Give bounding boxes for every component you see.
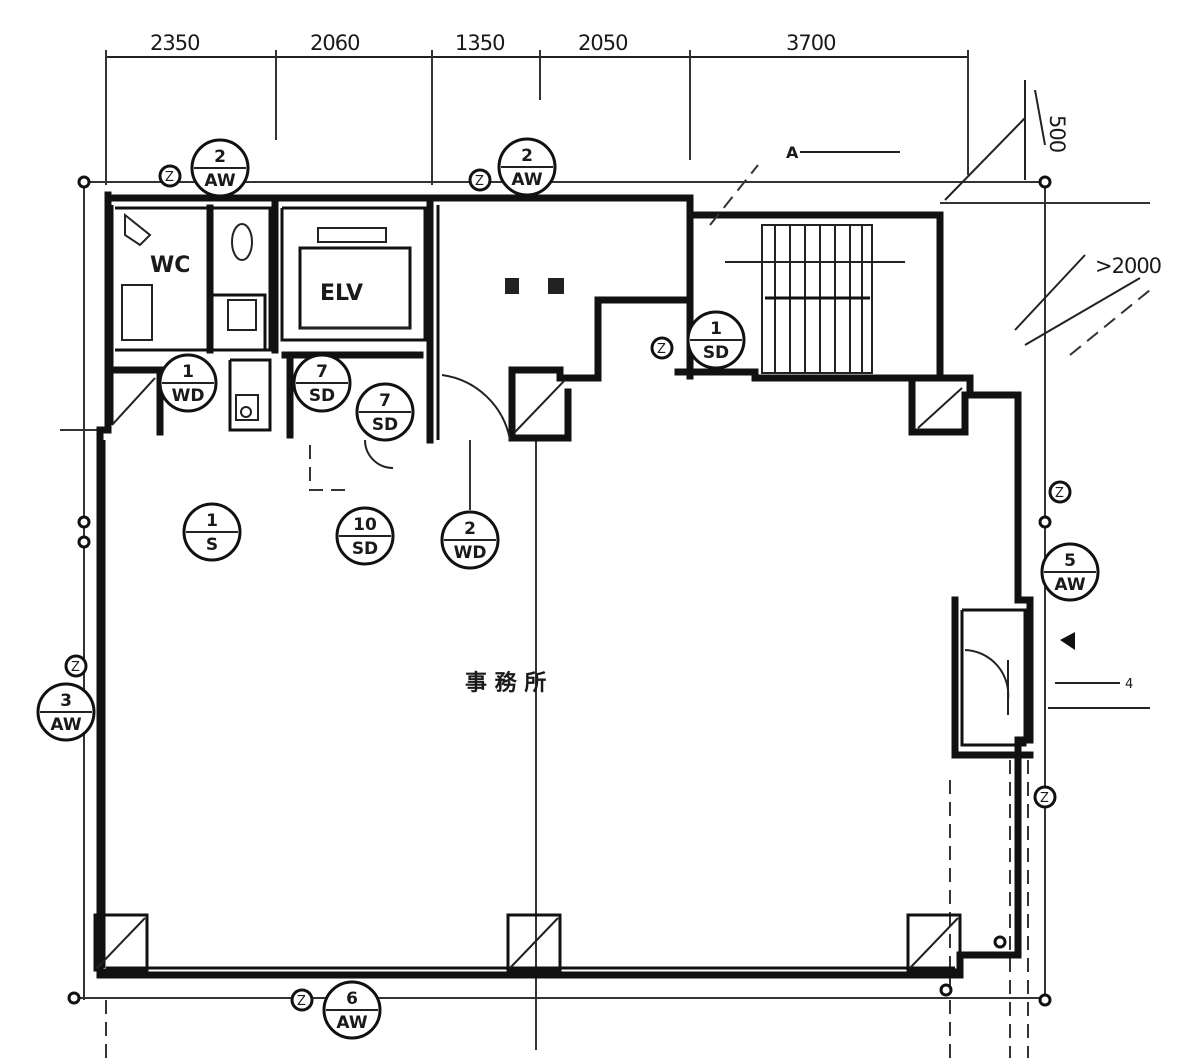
tag-number: 1: [206, 511, 218, 531]
mark-z-3: Z: [657, 342, 666, 357]
tag-type: AW: [336, 1013, 367, 1033]
mark-z-6: Z: [1040, 791, 1049, 806]
axis-end-markers: [67, 175, 1052, 1007]
opening-tag: 1 SD: [686, 310, 746, 370]
mark-z-2: Z: [475, 174, 484, 189]
tag-type: AW: [50, 715, 81, 735]
tag-number: 6: [346, 989, 358, 1009]
tag-type: SD: [372, 415, 398, 435]
opening-tag: 7 SD: [292, 353, 352, 413]
opening-tag: 2 AW: [190, 138, 250, 198]
tag-number: 2: [214, 147, 226, 167]
columns: [93, 377, 963, 972]
grid-axes: [60, 181, 1150, 1058]
east-note-1: 4: [1125, 677, 1133, 692]
room-label-elevator: ELV: [320, 281, 363, 306]
tag-number: 2: [521, 146, 533, 166]
elevator-car: [298, 227, 412, 330]
tag-type: AW: [1054, 575, 1085, 595]
roof-note: A: [786, 143, 799, 162]
mark-z-4: Z: [1055, 486, 1064, 501]
tag-number: 1: [182, 362, 194, 382]
stairwell: [725, 224, 905, 374]
clearance-note: >2000: [1095, 254, 1161, 278]
tag-number: 1: [710, 319, 722, 339]
tag-type: SD: [703, 343, 729, 363]
dimension-2060: 2060: [310, 31, 359, 55]
opening-tag: 7 SD: [355, 382, 415, 442]
mark-z-7: Z: [297, 994, 306, 1009]
tag-type: AW: [204, 171, 235, 191]
opening-tag: 5 AW: [1040, 542, 1100, 602]
tag-number: 10: [353, 515, 377, 535]
tag-number: 5: [1064, 551, 1076, 571]
tag-type: SD: [352, 539, 378, 559]
tag-type: WD: [454, 543, 487, 563]
exterior-hatching: 500 >2000 A 4: [709, 80, 1162, 709]
wc-fixtures: [121, 212, 259, 421]
dimension-1350: 1350: [455, 31, 504, 55]
tag-number: 3: [60, 691, 72, 711]
tag-number: 7: [379, 391, 391, 411]
storage-label-block: [505, 278, 519, 294]
interior-walls: [104, 194, 1034, 759]
tag-type: S: [206, 535, 218, 555]
exterior-walls: [96, 191, 1034, 979]
tag-number: 2: [464, 519, 476, 539]
opening-tag: 2 WD: [440, 510, 500, 570]
room-label-wc: WC: [150, 253, 190, 278]
section-marks: Z Z Z Z Z Z Z: [64, 164, 1072, 1012]
room-label-office: 事 務 所: [465, 670, 546, 696]
tag-type: WD: [172, 386, 205, 406]
dimension-2050: 2050: [578, 31, 627, 55]
dimension-500: 500: [1045, 115, 1069, 152]
opening-tag: 2 AW: [497, 137, 557, 197]
opening-tag: 10 SD: [335, 506, 395, 566]
storage-label-block-2: [548, 278, 564, 294]
opening-tag: 6 AW: [322, 980, 382, 1040]
dimension-2350: 2350: [150, 31, 199, 55]
door-swings: [309, 374, 1010, 715]
mark-z-1: Z: [165, 170, 174, 185]
dimension-3700: 3700: [786, 31, 835, 55]
arrow-marker: [1060, 632, 1075, 650]
opening-tags: 2 AW 2 AW 1 WD 7 SD 7 SD: [36, 137, 1100, 1040]
top-dimension-line: 2350 2060 1350 2050 3700: [105, 31, 969, 185]
tag-type: AW: [511, 170, 542, 190]
tag-type: SD: [309, 386, 335, 406]
opening-tag: 3 AW: [36, 682, 96, 742]
opening-tag: 1 WD: [158, 353, 218, 413]
tag-number: 7: [316, 362, 328, 382]
mark-z-5: Z: [71, 660, 80, 675]
opening-tag: 1 S: [182, 502, 242, 562]
